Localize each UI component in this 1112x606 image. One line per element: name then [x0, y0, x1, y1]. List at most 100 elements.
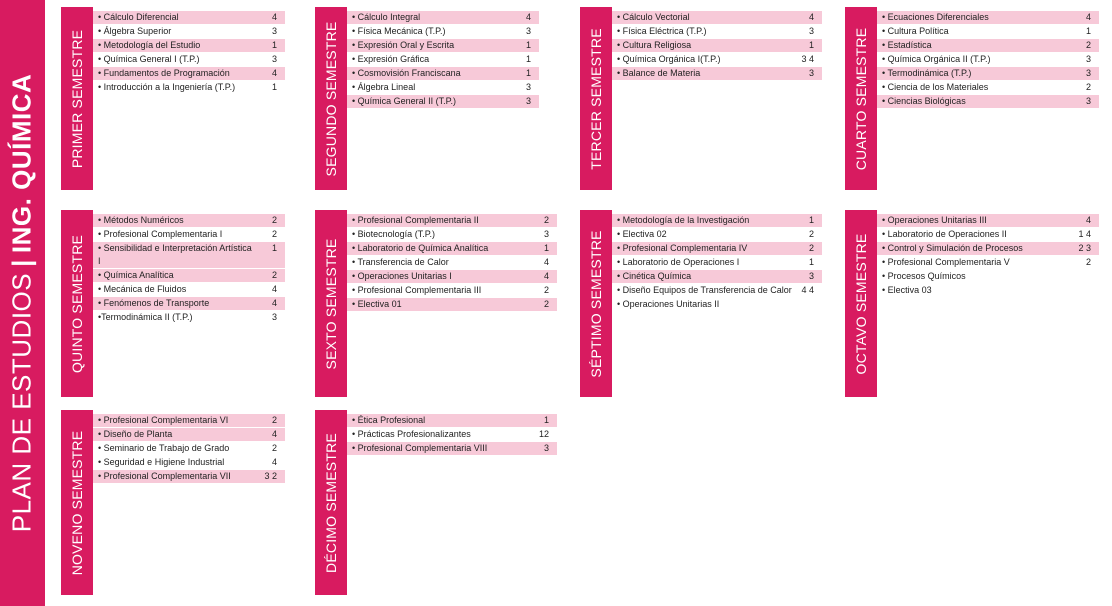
course-credits: 12	[538, 429, 549, 439]
course-name: • Química Orgánica I(T.P.)	[617, 54, 721, 64]
course-row: • Operaciones Unitarias II	[612, 298, 822, 311]
course-credits: 2	[543, 215, 549, 225]
course-credits: 2	[543, 285, 549, 295]
course-credits: 3	[271, 312, 277, 322]
course-name: • Laboratorio de Química Analítica	[352, 243, 489, 253]
course-name: • Operaciones Unitarias II	[617, 299, 720, 309]
course-name: • Ética Profesional	[352, 415, 426, 425]
course-row: • Sensibilidad e Interpretación Artístic…	[93, 242, 285, 268]
course-credits: 4	[271, 284, 277, 294]
course-name: • Cálculo Diferencial	[98, 12, 179, 22]
course-credits: 1	[543, 415, 549, 425]
main-title-light: PLAN DE ESTUDIOS	[6, 272, 37, 533]
course-credits: 2 3	[1078, 243, 1091, 253]
course-credits: 3	[543, 229, 549, 239]
semester-band: TERCER SEMESTRE	[580, 7, 612, 190]
course-name: • Química Orgánica II (T.P.)	[882, 54, 991, 64]
course-credits: 4	[271, 12, 277, 22]
course-name: • Cálculo Integral	[352, 12, 421, 22]
course-credits: 3	[525, 82, 531, 92]
course-credits: 4	[271, 457, 277, 467]
course-credits: 2	[271, 415, 277, 425]
course-row: • Profesional Complementaria III 2	[347, 284, 557, 297]
course-name: • Fenómenos de Transporte	[98, 298, 210, 308]
course-name: • Física Eléctrica (T.P.)	[617, 26, 707, 36]
course-name: • Cultura Religiosa	[617, 40, 692, 50]
course-row: • Física Eléctrica (T.P.)3	[612, 25, 822, 38]
course-row: •Termodinámica II (T.P.)3	[93, 311, 285, 324]
semester-title: SÉPTIMO SEMESTRE	[588, 229, 604, 378]
course-name: • Diseño Equipos de Transferencia de Cal…	[617, 285, 792, 295]
course-name: • Transferencia de Calor	[352, 257, 449, 267]
course-credits: 2	[271, 215, 277, 225]
course-credits: 4	[271, 298, 277, 308]
course-name: • Laboratorio de Operaciones II	[882, 229, 1007, 239]
course-name: • Ciencia de los Materiales	[882, 82, 989, 92]
course-name: • Fundamentos de Programación	[98, 68, 230, 78]
semester-title: PRIMER SEMESTRE	[69, 29, 85, 168]
course-name: • Profesional Complementaria VI	[98, 415, 229, 425]
course-row: • Laboratorio de Operaciones II 1 4	[877, 228, 1099, 241]
semester-block: OCTAVO SEMESTRE• Operaciones Unitarias I…	[845, 210, 1105, 397]
semester-title: DÉCIMO SEMESTRE	[323, 432, 339, 573]
course-credits: 1	[525, 68, 531, 78]
course-name: • Cálculo Vectorial	[617, 12, 690, 22]
semester-band: SÉPTIMO SEMESTRE	[580, 210, 612, 397]
main-title-separator: |	[6, 259, 37, 267]
semester-band: CUARTO SEMESTRE	[845, 7, 877, 190]
course-name: • Profesional Complementaria III	[352, 285, 482, 295]
course-row: • Profesional Complementaria VI 2	[93, 414, 285, 427]
course-credits: 3 2	[264, 471, 277, 481]
semester-band: DÉCIMO SEMESTRE	[315, 410, 347, 595]
course-credits: 1 4	[1078, 229, 1091, 239]
course-name: • Química Analítica	[98, 270, 174, 280]
course-row: • Ética Profesional 1	[347, 414, 557, 427]
course-credits: 2	[1085, 257, 1091, 267]
course-credits: 3	[808, 68, 814, 78]
semester-block: NOVENO SEMESTRE• Profesional Complementa…	[61, 410, 291, 595]
course-name: • Electiva 03	[882, 285, 932, 295]
course-name: • Diseño de Planta	[98, 429, 173, 439]
course-credits: 2	[543, 299, 549, 309]
main-title: PLAN DE ESTUDIOS|ING. QUÍMICA	[7, 74, 38, 533]
course-name: • Metodología del Estudio	[98, 40, 201, 50]
course-row: • Física Mecánica (T.P.) 3	[347, 25, 539, 38]
course-credits: 3	[1085, 68, 1091, 78]
course-row: • Química Orgánica II (T.P.)3	[877, 53, 1099, 66]
course-row: • Química Orgánica I(T.P.)3 4	[612, 53, 822, 66]
course-name: • Profesional Complementaria II	[352, 215, 479, 225]
course-credits: 1	[1085, 26, 1091, 36]
course-credits: 2	[1085, 82, 1091, 92]
course-name: • Física Mecánica (T.P.)	[352, 26, 446, 36]
course-row: • Cálculo Diferencial 4	[93, 11, 285, 24]
course-credits: 1	[543, 243, 549, 253]
course-name: • Operaciones Unitarias III	[882, 215, 987, 225]
course-name: • Estadística	[882, 40, 932, 50]
course-credits: 4 4	[801, 285, 814, 295]
course-credits: 3	[525, 26, 531, 36]
course-row: • Procesos Químicos	[877, 270, 1099, 283]
